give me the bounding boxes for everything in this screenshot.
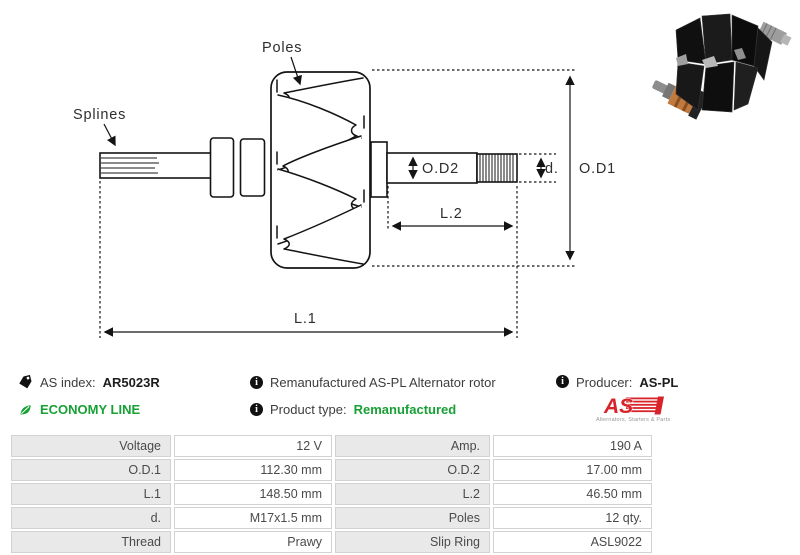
as-index-value: AR5023R — [102, 375, 160, 390]
as-index-block: AS index: AR5023R — [18, 375, 250, 390]
producer-block: i Producer: AS-PL — [556, 375, 800, 390]
product-type-value: Remanufactured — [353, 402, 457, 417]
label-poles: Poles — [262, 40, 302, 56]
claw-poles — [276, 77, 365, 265]
tag-icon — [19, 375, 32, 389]
table-row: d. M17x1.5 mm Poles 12 qty. — [11, 507, 652, 529]
brand-block: AS Alternators, Starters & Parts — [556, 395, 800, 424]
product-type-label: Product type: — [270, 402, 347, 417]
table-row: O.D.1 112.30 mm O.D.2 17.00 mm — [11, 459, 652, 481]
economy-line-label: ECONOMY LINE — [40, 402, 141, 417]
rotor-claws-photo — [675, 13, 773, 113]
as-logo-text: AS — [603, 395, 633, 417]
info-icon: i — [250, 403, 263, 416]
spec-label-cell: d. — [11, 507, 171, 529]
output-shaft — [370, 141, 518, 198]
product-type-block: i Product type: Remanufactured — [250, 402, 556, 417]
producer-label: Producer: — [576, 375, 633, 390]
spec-label-cell: O.D.1 — [11, 459, 171, 481]
construction-lines — [99, 69, 577, 338]
label-od2: O.D2 — [422, 161, 459, 177]
thread-hatching — [479, 154, 514, 182]
leaf-icon — [20, 405, 31, 415]
label-od1: O.D1 — [579, 161, 616, 177]
spec-label-cell: Voltage — [11, 435, 171, 457]
as-pl-logo-mark: AS — [603, 395, 665, 417]
producer-value: AS-PL — [639, 375, 679, 390]
spline-shaft — [99, 152, 212, 179]
spec-label-cell: L.1 — [11, 483, 171, 505]
info-row-2: ECONOMY LINE i Product type: Remanufactu… — [0, 395, 800, 424]
rotor-technical-drawing: Poles Splines O.D2 d. O.D1 L.2 L.1 — [73, 40, 616, 338]
info-icon: i — [250, 376, 263, 389]
spec-value-cell: 17.00 mm — [493, 459, 652, 481]
spec-label-cell: L.2 — [335, 483, 490, 505]
spline-lines — [101, 157, 159, 174]
label-d: d. — [545, 161, 559, 177]
dimension-arrows — [103, 56, 575, 337]
table-row: Thread Prawy Slip Ring ASL9022 — [11, 531, 652, 553]
info-icon: i — [556, 375, 569, 388]
spec-value-cell: 46.50 mm — [493, 483, 652, 505]
spec-label-cell: O.D.2 — [335, 459, 490, 481]
table-row: L.1 148.50 mm L.2 46.50 mm — [11, 483, 652, 505]
spec-label-cell: Thread — [11, 531, 171, 553]
spec-value-cell: M17x1.5 mm — [174, 507, 332, 529]
product-photo — [652, 13, 792, 120]
spec-table: Voltage 12 V Amp. 190 A O.D.1 112.30 mm … — [8, 433, 655, 555]
product-description: Remanufactured AS-PL Alternator rotor — [270, 375, 496, 390]
spec-value-cell: 148.50 mm — [174, 483, 332, 505]
label-splines: Splines — [73, 107, 126, 123]
spec-value-cell: ASL9022 — [493, 531, 652, 553]
spec-label-cell: Poles — [335, 507, 490, 529]
as-index-label: AS index: — [40, 375, 96, 390]
spec-value-cell: Prawy — [174, 531, 332, 553]
spec-value-cell: 190 A — [493, 435, 652, 457]
label-l2: L.2 — [440, 206, 463, 222]
as-pl-logo: AS Alternators, Starters & Parts — [596, 395, 670, 424]
shaft-stub — [757, 21, 792, 46]
table-row: Voltage 12 V Amp. 190 A — [11, 435, 652, 457]
as-logo-subtext: Alternators, Starters & Parts — [596, 417, 671, 424]
description-block: i Remanufactured AS-PL Alternator rotor — [250, 375, 556, 390]
spec-label-cell: Slip Ring — [335, 531, 490, 553]
spec-value-cell: 12 qty. — [493, 507, 652, 529]
spec-label-cell: Amp. — [335, 435, 490, 457]
spec-value-cell: 112.30 mm — [174, 459, 332, 481]
shaft-collars — [209, 137, 266, 198]
info-row-1: AS index: AR5023R i Remanufactured AS-PL… — [0, 369, 800, 396]
product-info: AS index: AR5023R i Remanufactured AS-PL… — [0, 369, 800, 423]
label-l1: L.1 — [294, 311, 317, 327]
economy-line-block: ECONOMY LINE — [18, 402, 250, 417]
spec-value-cell: 12 V — [174, 435, 332, 457]
